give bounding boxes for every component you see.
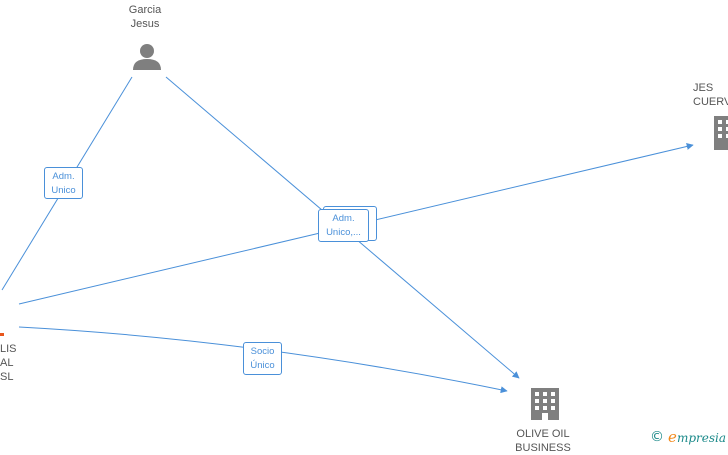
person-icon[interactable] xyxy=(133,44,161,70)
node-label-olive-oil[interactable]: OLIVE OIL BUSINESS xyxy=(515,428,571,454)
building-icon-jesus-cuervo[interactable] xyxy=(714,116,728,150)
node-label-jesus-cuervo[interactable]: JES CUERV xyxy=(693,82,728,108)
edge-label-socio-unico: Socio Único xyxy=(243,342,282,375)
building-icon-left-company[interactable] xyxy=(0,333,4,336)
node-label-left-company[interactable]: LIS AL SL xyxy=(0,343,17,383)
edge-label-adm-unico-multi: Adm. Unico,... xyxy=(318,209,369,242)
edge-label-adm-unico: Adm. Unico xyxy=(44,167,83,199)
empresia-watermark: © empresia xyxy=(650,428,726,446)
copyright-icon: © xyxy=(650,429,665,445)
empresia-logo: empresia xyxy=(668,428,726,446)
building-icon-olive-oil[interactable] xyxy=(531,388,559,420)
node-label-garcia-jesus[interactable]: Garcia Jesus xyxy=(128,4,162,30)
